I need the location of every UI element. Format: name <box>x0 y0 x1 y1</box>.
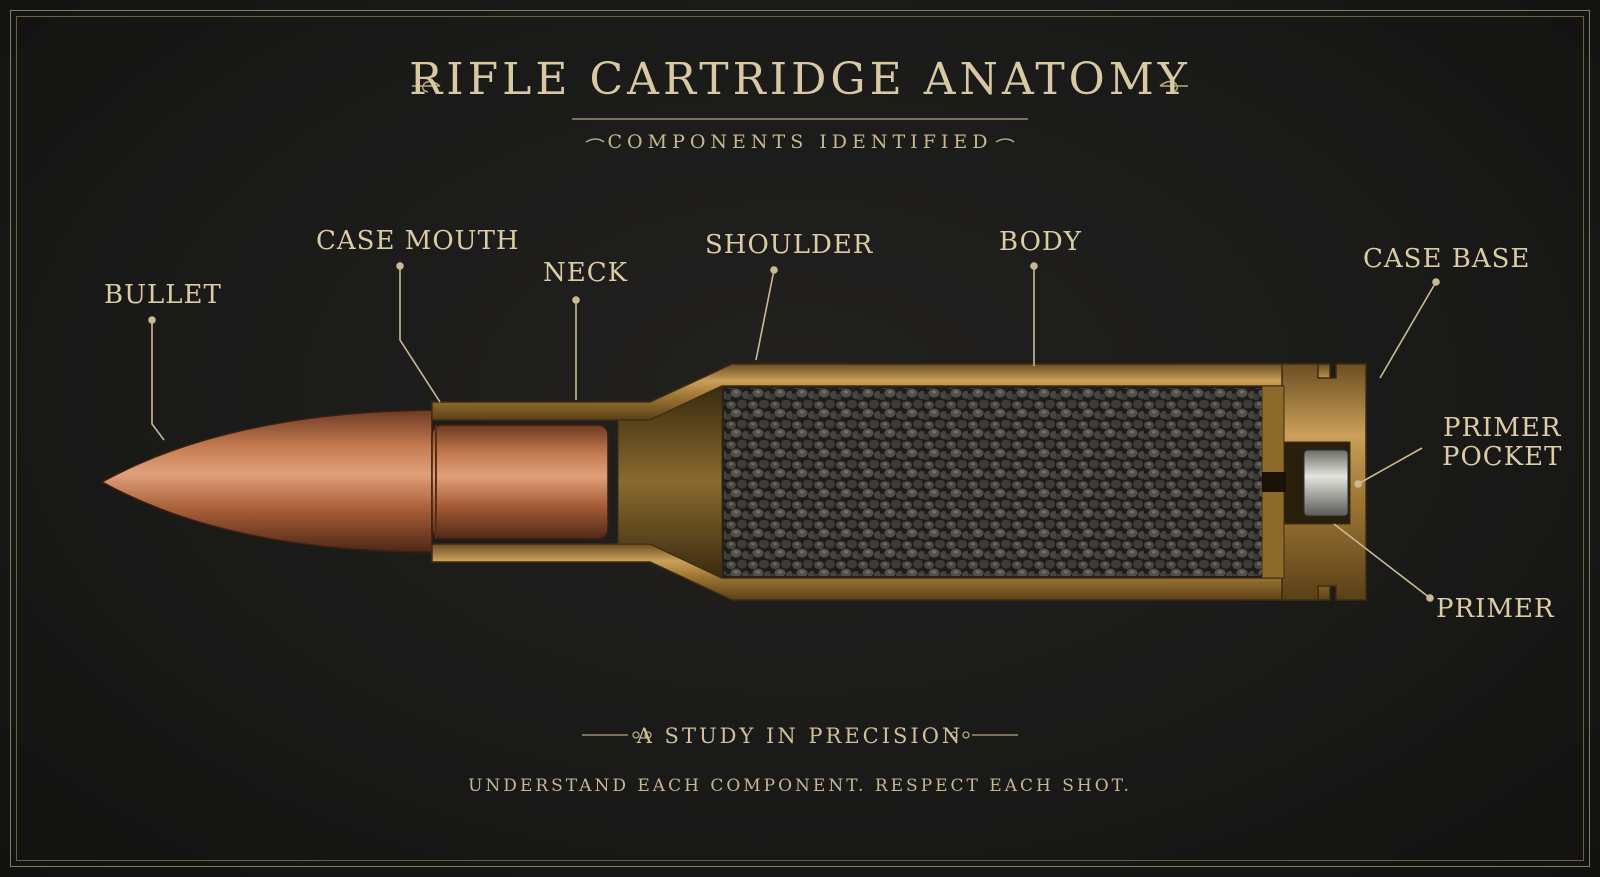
powder-charge <box>724 388 1262 576</box>
footer-flourish <box>582 731 1018 739</box>
primer-cup <box>1303 449 1349 517</box>
page-subtitle: COMPONENTS IDENTIFIED <box>607 131 993 153</box>
bullet-ogive <box>100 409 433 553</box>
label-shoulder: SHOULDER <box>705 230 874 260</box>
inner-border <box>16 16 1584 861</box>
label-case-base: CASE BASE <box>1363 244 1531 274</box>
label-primer-pocket: PRIMER POCKET <box>1442 414 1562 472</box>
leader-lines <box>148 262 1440 602</box>
label-primer-pocket-line1: PRIMER <box>1442 413 1562 443</box>
page-title: RIFLE CARTRIDGE ANATOMY <box>409 54 1191 105</box>
label-neck: NECK <box>543 258 629 288</box>
title-flourish <box>412 80 1188 143</box>
bullet-shank <box>431 424 609 540</box>
footer-tagline: UNDERSTAND EACH COMPONENT. RESPECT EACH … <box>468 776 1132 796</box>
outer-border <box>10 10 1590 867</box>
label-primer-pocket-line2: POCKET <box>1442 442 1563 472</box>
label-case-mouth: CASE MOUTH <box>316 226 520 256</box>
label-primer: PRIMER <box>1436 594 1555 624</box>
footer-motto: A STUDY IN PRECISION <box>636 724 964 748</box>
label-body: BODY <box>999 227 1082 257</box>
label-bullet: BULLET <box>104 280 222 310</box>
